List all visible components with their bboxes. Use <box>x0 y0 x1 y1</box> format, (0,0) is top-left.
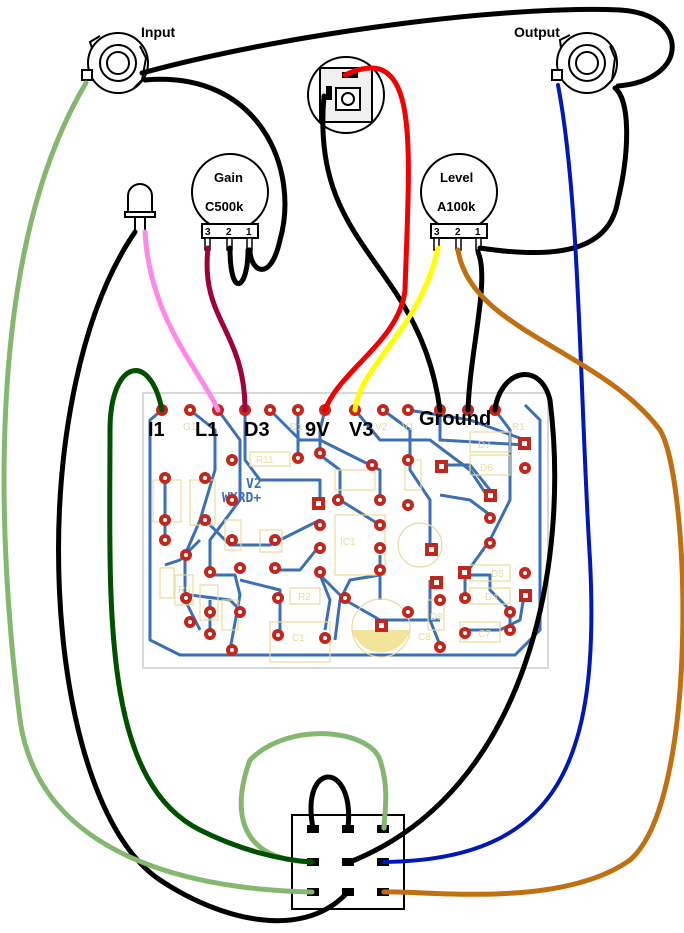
wire-yellow-v3 <box>352 245 441 413</box>
wire-black-gain-loop <box>227 245 251 286</box>
silk-label: C7 <box>478 629 491 640</box>
gain-pot <box>191 153 269 251</box>
wires <box>1 6 684 924</box>
wire-black-input-gain <box>142 76 288 272</box>
level-pot-pin: 1 <box>475 227 481 238</box>
silk-label: C8 <box>418 632 431 643</box>
level-pot <box>420 153 498 251</box>
electrolytic-cap <box>352 630 410 653</box>
pad-label-ground: Ground <box>419 408 491 430</box>
pcb-square-pads <box>312 437 532 632</box>
gain-pot-value: C500k <box>205 199 244 214</box>
silk-label: R5 <box>178 585 191 596</box>
silk-label: D8 <box>430 612 443 623</box>
silk-label: C1 <box>292 633 305 644</box>
level-pot-name: Level <box>440 170 473 185</box>
pad-label-9v: 9V <box>305 419 330 441</box>
output-jack-label: Output <box>514 24 560 40</box>
silk-label: R1 <box>512 422 525 433</box>
silk-label: D7 <box>478 440 491 451</box>
dc-power-jack <box>307 56 385 134</box>
wire-blue-output <box>382 83 594 864</box>
wire-lightgreen-input <box>1 80 315 895</box>
wire-maroon-d3 <box>204 245 248 413</box>
level-pot-value: A100k <box>437 199 476 214</box>
input-jack <box>81 32 149 94</box>
silk-label: D4 <box>485 592 498 603</box>
wire-pink-led <box>142 229 221 413</box>
pad-label-d3: D3 <box>244 419 270 441</box>
pcb-silkscreen <box>152 431 511 663</box>
wire-orange-level <box>381 247 684 897</box>
silk-label: G1 <box>183 422 197 433</box>
gain-pot-pin: 3 <box>205 227 211 238</box>
silk-label: V1 <box>402 422 415 433</box>
pad-label-i1: I1 <box>148 419 165 441</box>
wire-black-level-ground <box>465 249 485 413</box>
pcb: G1 D1 V2 V1 D7 D6 R11 R2 R5 IC1 C1 C7 C8… <box>142 392 549 669</box>
wire-darkgreen-i1 <box>107 368 315 865</box>
silk-label: R11 <box>256 455 274 466</box>
silk-labels: G1 D1 V2 V1 D7 D6 R11 R2 R5 IC1 C1 C7 C8… <box>178 422 525 644</box>
wire-black-ground-switch <box>347 372 558 865</box>
level-pot-pin: 3 <box>434 227 440 238</box>
silk-label: R2 <box>298 592 311 603</box>
gain-pot-pin: 1 <box>246 227 252 238</box>
silk-label: IC1 <box>340 537 356 548</box>
pad-label-l1: L1 <box>195 419 218 441</box>
level-pot-pin: 2 <box>455 227 461 238</box>
gain-pot-name: Gain <box>214 170 243 185</box>
output-jack <box>551 32 618 94</box>
pcb-pads <box>156 404 531 656</box>
board-version-text: V2 <box>246 477 262 492</box>
silk-label: D5 <box>491 569 504 580</box>
silk-label: D6 <box>480 463 493 474</box>
pcb-traces <box>148 403 542 657</box>
pad-labels: I1 L1 D3 9V V3 Ground <box>148 408 491 441</box>
silk-label: V2 <box>375 422 388 433</box>
silk-label: D1 <box>290 422 303 433</box>
wire-black-dc-ground <box>320 93 443 413</box>
input-jack-label: Input <box>141 24 176 40</box>
wire-black-input-output <box>139 6 675 89</box>
wire-red-9v <box>322 65 411 413</box>
gain-pot-pin: 2 <box>226 227 232 238</box>
wire-black-switch-jumper <box>308 774 352 831</box>
wire-black-led-switch <box>56 229 348 924</box>
led <box>124 183 156 232</box>
pad-label-v3: V3 <box>349 419 373 441</box>
wire-lightgreen-loop <box>238 731 389 865</box>
wire-black-level-output <box>477 85 630 256</box>
